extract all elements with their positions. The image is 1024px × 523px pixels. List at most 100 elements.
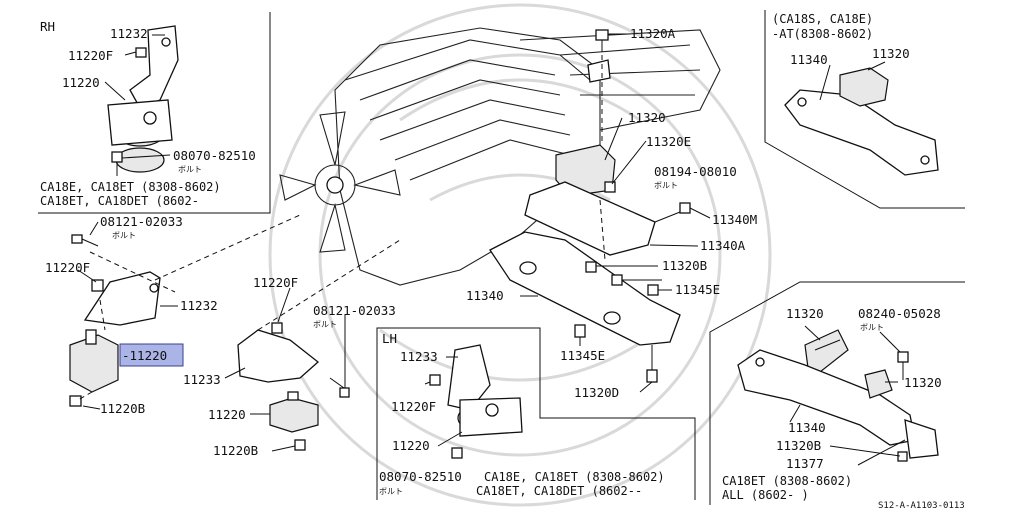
rh-insulator-11220 — [107, 99, 173, 173]
applicability-note: CA18ET, CA18DET (8602-- — [476, 484, 642, 498]
tr-insulator-11320 — [839, 67, 889, 107]
applicability-note: CA18E, CA18ET (8308-8602) — [484, 470, 665, 484]
part-label: 11232 — [110, 26, 148, 41]
lh-nut-11220F — [429, 374, 441, 386]
part-label: 08121-02033 — [100, 214, 183, 229]
part-label: 11233 — [400, 349, 438, 364]
part-label: 11320E — [646, 134, 691, 149]
part-label: 11220F — [45, 260, 90, 275]
highlight-box[interactable] — [119, 343, 184, 367]
part-label: 08121-02033 — [313, 303, 396, 318]
part-label: 11340 — [790, 52, 828, 67]
part-label: 11320 — [904, 375, 942, 390]
part-label-kana: ボルト — [112, 231, 136, 240]
lh-bracket-11233 — [447, 344, 491, 411]
part-label: 11220F — [68, 48, 113, 63]
rh-section-title: RH — [40, 19, 55, 34]
part-label: 11220F — [391, 399, 436, 414]
lh-bolt-08070-82510 — [451, 447, 463, 459]
mid-bolt-08121-02033 — [329, 377, 350, 398]
left-bracket-11232 — [83, 271, 161, 326]
rh-bolt-08070-82510 — [111, 151, 123, 176]
top-nut-11320B — [611, 274, 623, 286]
top-bolt-11320A — [595, 29, 609, 52]
part-label: 11320A — [630, 26, 676, 41]
left-nut-11220F — [91, 279, 104, 292]
part-label: 11320B — [662, 258, 707, 273]
part-label: 08070-82510 — [379, 469, 462, 484]
left-bolt-08121-02033 — [71, 234, 99, 247]
part-label: 11220B — [213, 443, 258, 458]
part-label: 11220F — [253, 275, 298, 290]
mid-bracket-11233 — [237, 329, 320, 383]
part-label: 11220 — [392, 438, 430, 453]
left-assembly-line — [77, 251, 176, 401]
part-label: 08070-82510 — [173, 148, 256, 163]
top-bolt-08194-08010 — [654, 202, 691, 223]
diagram-reference-code: S12-A-A1103-0113 — [878, 501, 965, 511]
br-bolt-08240-05028 — [897, 351, 909, 380]
part-label-highlighted[interactable]: -11220 — [122, 348, 167, 363]
top-nut-11345E-b — [574, 324, 586, 338]
ca18s-note-line2: -AT(8308-8602) — [772, 27, 873, 41]
br-nut-11320B — [897, 451, 908, 462]
engine-to-mid-mount-line — [257, 239, 401, 331]
part-label: 11320B — [776, 438, 821, 453]
part-label: 11377 — [786, 456, 824, 471]
part-label-kana: ボルト — [178, 165, 202, 174]
left-insulator-11220 — [69, 329, 119, 393]
top-nut-11340A — [585, 261, 597, 273]
applicability-note: CA18E, CA18ET (8308-8602) — [40, 180, 221, 194]
part-label: 11220 — [62, 75, 100, 90]
top-nut-11320E — [604, 181, 616, 193]
part-label: 11345E — [560, 348, 605, 363]
leader-lines — [77, 33, 906, 466]
lh-section-title: LH — [382, 331, 397, 346]
part-label: 11220 — [208, 407, 246, 422]
crossmember-assembly-line — [599, 55, 606, 261]
applicability-note: CA18ET, CA18DET (8602- — [40, 194, 199, 208]
part-label: 11340 — [788, 420, 826, 435]
rh-section-frame — [38, 12, 271, 214]
applicability-note: ALL (8602- ) — [722, 488, 809, 502]
part-label: 11340A — [700, 238, 746, 253]
top-nut-11345E-a — [647, 284, 659, 296]
ca18s-note-line1: (CA18S, CA18E) — [772, 12, 873, 26]
part-label-kana: ボルト — [860, 323, 884, 332]
top-clip — [587, 59, 611, 83]
cooling-fan — [279, 111, 401, 253]
crossmember-11340M — [524, 181, 656, 256]
part-label: 11220B — [100, 401, 145, 416]
applicability-note: CA18ET (8308-8602) — [722, 474, 852, 488]
left-bolt-11220B — [69, 395, 82, 407]
crossmember-11340 — [489, 231, 681, 346]
part-label-kana: ボルト — [313, 320, 337, 329]
top-bolt-11320D — [646, 345, 658, 383]
mid-insulator-11220 — [269, 391, 319, 433]
mid-nut-11220F — [271, 322, 283, 334]
rh-nut-11220F — [135, 47, 147, 58]
part-label: 11320 — [786, 306, 824, 321]
part-label: 11320 — [628, 110, 666, 125]
top-right-section-frame — [764, 10, 965, 209]
lh-insulator-11220 — [457, 397, 523, 437]
part-label: 11345E — [675, 282, 720, 297]
lh-section-frame — [376, 327, 696, 500]
part-label: 11340M — [712, 212, 757, 227]
part-label: 11320D — [574, 385, 619, 400]
part-label: 08240-05028 — [858, 306, 941, 321]
part-label: 11340 — [466, 288, 504, 303]
highlighted-part-11220[interactable]: -11220 — [119, 343, 184, 367]
br-insulator-11320-b — [864, 369, 893, 399]
part-label: 11232 — [180, 298, 218, 313]
part-label-kana: ボルト — [379, 487, 403, 496]
mid-bolt-11220B — [294, 439, 306, 451]
br-bracket-11377 — [904, 419, 939, 459]
tr-crossmember-11340 — [784, 89, 939, 176]
part-label: 08194-08010 — [654, 164, 737, 179]
part-label-kana: ボルト — [654, 181, 678, 190]
br-insulator-11320-a — [804, 329, 849, 373]
part-label: 11320 — [872, 46, 910, 61]
